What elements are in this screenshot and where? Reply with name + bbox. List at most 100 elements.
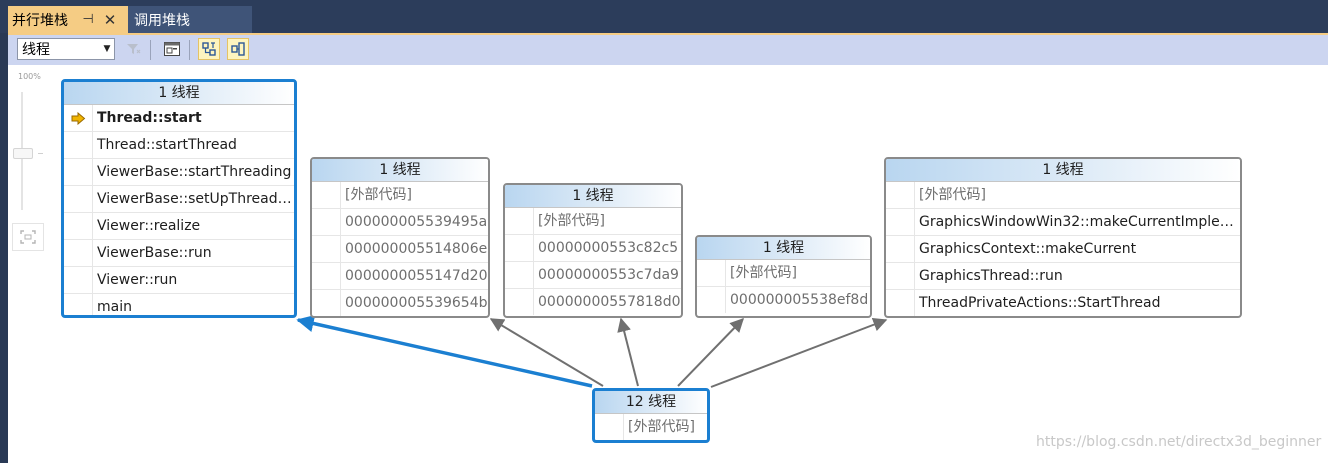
arrow-root-to-thread-c: [677, 317, 744, 387]
stack-frame[interactable]: 00000000553c7da9: [505, 262, 681, 289]
frame-gutter: [886, 290, 915, 316]
stack-frame[interactable]: Viewer::realize: [64, 213, 294, 240]
stack-frame[interactable]: [外部代码]: [312, 182, 488, 209]
frame-label: Viewer::realize: [97, 218, 201, 234]
tab-accent-line: [8, 33, 1328, 35]
node-header: 12 线程: [595, 391, 707, 414]
frame-gutter: [505, 208, 534, 234]
frame-label: [外部代码]: [538, 213, 605, 229]
frame-label: Thread::startThread: [97, 137, 237, 153]
toggle-method-view-icon[interactable]: [161, 38, 183, 60]
frame-gutter: [64, 213, 93, 239]
frame-gutter: [64, 132, 93, 158]
filter-icon[interactable]: [122, 38, 144, 60]
stack-node-thread-c[interactable]: 1 线程 [外部代码] 000000005538ef8d: [695, 235, 872, 318]
frame-label: GraphicsContext::makeCurrent: [919, 241, 1137, 257]
toolbar-separator: [150, 40, 151, 60]
stack-frame[interactable]: GraphicsThread::run: [886, 263, 1240, 290]
window-frame: [0, 0, 8, 463]
frame-label: main: [97, 299, 132, 315]
frame-label: ThreadPrivateActions::StartThread: [919, 295, 1161, 311]
arrow-root-to-thread-b: [617, 317, 639, 387]
zoom-slider-thumb[interactable]: [13, 148, 33, 159]
chevron-down-icon[interactable]: ▼: [103, 44, 111, 54]
frame-label: 000000005514806e: [345, 241, 488, 257]
stack-frame[interactable]: Thread::startThread: [64, 132, 294, 159]
pin-icon[interactable]: ⊣: [82, 12, 94, 27]
frame-gutter: [64, 186, 93, 212]
frame-label: 00000000553c82c5: [538, 240, 679, 256]
node-header: 1 线程: [312, 159, 488, 182]
stack-frame[interactable]: GraphicsWindowWin32::makeCurrentImplem..…: [886, 209, 1240, 236]
node-header: 1 线程: [886, 159, 1240, 182]
stack-frame[interactable]: 00000000553c82c5: [505, 235, 681, 262]
stack-frame[interactable]: [外部代码]: [595, 414, 707, 440]
frame-gutter: [886, 182, 915, 208]
close-icon[interactable]: ✕: [103, 10, 117, 29]
frame-gutter: [886, 236, 915, 262]
stack-node-thread-a[interactable]: 1 线程 [外部代码] 000000005539495a 00000000551…: [310, 157, 490, 318]
stack-frame[interactable]: ViewerBase::run: [64, 240, 294, 267]
frame-label: ViewerBase::run: [97, 245, 212, 261]
stack-frame[interactable]: Thread::start: [64, 105, 294, 132]
frame-label: 000000005538ef8d: [730, 292, 869, 308]
frame-label: GraphicsWindowWin32::makeCurrentImplem..…: [919, 214, 1240, 230]
tab-call-stack-label: 调用堆栈: [134, 12, 190, 29]
frame-label: Thread::start: [97, 110, 202, 126]
node-header: 1 线程: [64, 82, 294, 105]
zoom-level-label: 100%: [18, 72, 41, 81]
toolbar: 线程 ▼: [8, 35, 1328, 65]
frame-gutter: [697, 260, 726, 286]
stack-frame[interactable]: main: [64, 294, 294, 315]
frame-label: 000000005539495a: [345, 214, 488, 230]
frame-label: [外部代码]: [628, 419, 695, 435]
zoom-slider-tick: [38, 153, 43, 154]
stack-frame[interactable]: GraphicsContext::makeCurrent: [886, 236, 1240, 263]
watermark: https://blog.csdn.net/directx3d_beginner: [1036, 434, 1322, 450]
view-select[interactable]: 线程 ▼: [17, 38, 115, 60]
frame-gutter: [312, 209, 341, 235]
stack-frame[interactable]: ThreadPrivateActions::StartThread: [886, 290, 1240, 316]
stack-frame[interactable]: 0000000055147d20: [312, 263, 488, 290]
stack-frame[interactable]: Viewer::run: [64, 267, 294, 294]
stack-node-root[interactable]: 12 线程 [外部代码]: [592, 388, 710, 443]
frame-gutter: [64, 294, 93, 315]
stack-frame[interactable]: 00000000557818d0: [505, 289, 681, 315]
stack-frame[interactable]: [外部代码]: [886, 182, 1240, 209]
frame-gutter: [64, 240, 93, 266]
zoom-fit-icon[interactable]: [12, 223, 44, 251]
frame-gutter: [505, 262, 534, 288]
stack-frame[interactable]: 000000005539495a: [312, 209, 488, 236]
frame-gutter: [697, 287, 726, 313]
stack-frame[interactable]: [外部代码]: [697, 260, 870, 287]
tab-parallel-stacks[interactable]: 并行堆栈 ⊣ ✕: [8, 6, 128, 33]
node-header: 1 线程: [505, 185, 681, 208]
frame-gutter: [312, 182, 341, 208]
stack-frame[interactable]: 000000005539654b: [312, 290, 488, 316]
stack-frame[interactable]: ViewerBase::setUpThreading: [64, 186, 294, 213]
arrow-root-to-thread-a: [489, 318, 604, 387]
frame-gutter: [312, 263, 341, 289]
current-frame-arrow-icon: [64, 105, 93, 131]
stack-node-thread-b[interactable]: 1 线程 [外部代码] 00000000553c82c5 00000000553…: [503, 183, 683, 318]
frame-gutter: [312, 236, 341, 262]
stack-node-main-thread[interactable]: 1 线程 Thread::start Thread::startThread V…: [61, 79, 297, 318]
stack-frame[interactable]: 000000005538ef8d: [697, 287, 870, 313]
auto-scroll-icon[interactable]: [198, 38, 220, 60]
view-select-value: 线程: [22, 42, 50, 58]
tab-bar: 并行堆栈 ⊣ ✕ 调用堆栈: [0, 0, 1328, 33]
zoom-toggle-icon[interactable]: [227, 38, 249, 60]
frame-label: [外部代码]: [730, 265, 797, 281]
frame-label: Viewer::run: [97, 272, 178, 288]
stack-node-thread-d[interactable]: 1 线程 [外部代码] GraphicsWindowWin32::makeCur…: [884, 157, 1242, 318]
frame-gutter: [505, 289, 534, 315]
frame-gutter: [64, 267, 93, 293]
stack-frame[interactable]: ViewerBase::startThreading: [64, 159, 294, 186]
stack-frame[interactable]: [外部代码]: [505, 208, 681, 235]
frame-gutter: [886, 263, 915, 289]
frame-gutter: [64, 159, 93, 185]
stack-frame[interactable]: 000000005514806e: [312, 236, 488, 263]
frame-label: ViewerBase::startThreading: [97, 164, 292, 180]
tab-call-stack[interactable]: 调用堆栈: [128, 6, 252, 33]
